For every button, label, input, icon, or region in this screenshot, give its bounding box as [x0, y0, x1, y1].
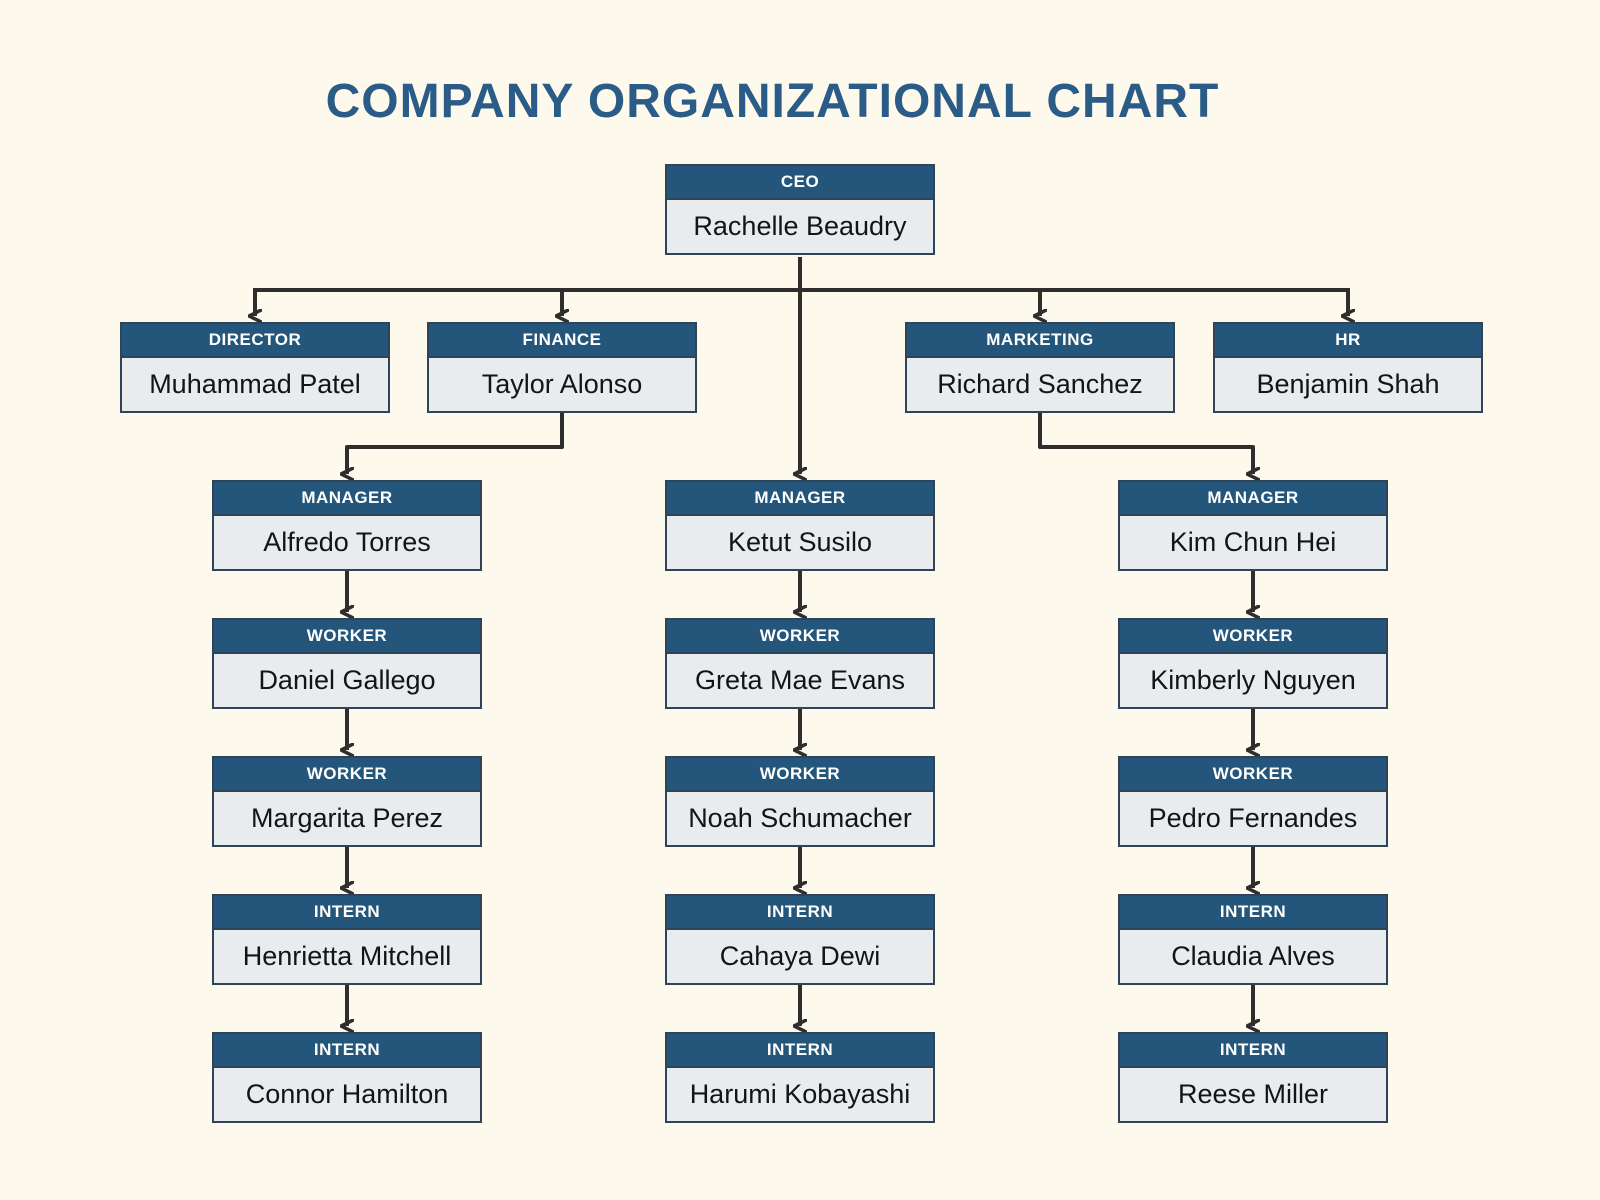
role-header: MARKETING — [907, 324, 1173, 358]
node-marketing-worker-2: WORKER Pedro Fernandes — [1118, 756, 1388, 847]
role-header: MANAGER — [667, 482, 933, 516]
node-marketing-worker-1: WORKER Kimberly Nguyen — [1118, 618, 1388, 709]
node-finance-worker-2: WORKER Margarita Perez — [212, 756, 482, 847]
role-header: INTERN — [1120, 1034, 1386, 1068]
role-header: INTERN — [214, 1034, 480, 1068]
role-header: INTERN — [667, 896, 933, 930]
role-header: INTERN — [1120, 896, 1386, 930]
role-header: WORKER — [667, 620, 933, 654]
person-name: Benjamin Shah — [1256, 369, 1440, 399]
person-name: Kimberly Nguyen — [1150, 665, 1356, 695]
person-name: Alfredo Torres — [263, 527, 431, 557]
role-header: MANAGER — [214, 482, 480, 516]
role-header: DIRECTOR — [122, 324, 388, 358]
role-header: WORKER — [214, 758, 480, 792]
node-ceo-intern-2: INTERN Harumi Kobayashi — [665, 1032, 935, 1123]
node-marketing-manager: MANAGER Kim Chun Hei — [1118, 480, 1388, 571]
person-name: Greta Mae Evans — [694, 665, 906, 695]
node-finance-worker-1: WORKER Daniel Gallego — [212, 618, 482, 709]
node-hr: HR Benjamin Shah — [1213, 322, 1483, 413]
role-header: WORKER — [1120, 620, 1386, 654]
person-name: Noah Schumacher — [688, 803, 912, 833]
role-header: WORKER — [214, 620, 480, 654]
person-name: Margarita Perez — [250, 803, 444, 833]
role-header: MANAGER — [1120, 482, 1386, 516]
person-name: Daniel Gallego — [258, 665, 436, 695]
role-header: WORKER — [1120, 758, 1386, 792]
role-header: HR — [1215, 324, 1481, 358]
node-ceo-manager: MANAGER Ketut Susilo — [665, 480, 935, 571]
node-ceo-worker-1: WORKER Greta Mae Evans — [665, 618, 935, 709]
person-name: Muhammad Patel — [149, 369, 361, 399]
node-marketing-intern-1: INTERN Claudia Alves — [1118, 894, 1388, 985]
person-name: Claudia Alves — [1171, 941, 1335, 971]
node-marketing: MARKETING Richard Sanchez — [905, 322, 1175, 413]
node-finance-manager: MANAGER Alfredo Torres — [212, 480, 482, 571]
person-name: Reese Miller — [1177, 1079, 1329, 1109]
person-name: Taylor Alonso — [481, 369, 643, 399]
role-header: INTERN — [667, 1034, 933, 1068]
person-name: Harumi Kobayashi — [689, 1079, 911, 1109]
role-header: WORKER — [667, 758, 933, 792]
node-ceo-intern-1: INTERN Cahaya Dewi — [665, 894, 935, 985]
node-director: DIRECTOR Muhammad Patel — [120, 322, 390, 413]
node-marketing-intern-2: INTERN Reese Miller — [1118, 1032, 1388, 1123]
person-name: Rachelle Beaudry — [693, 211, 907, 241]
role-header: FINANCE — [429, 324, 695, 358]
role-header: INTERN — [214, 896, 480, 930]
role-header: CEO — [667, 166, 933, 200]
person-name: Cahaya Dewi — [719, 941, 881, 971]
node-finance-intern-1: INTERN Henrietta Mitchell — [212, 894, 482, 985]
person-name: Kim Chun Hei — [1169, 527, 1337, 557]
person-name: Richard Sanchez — [937, 369, 1143, 399]
node-finance: FINANCE Taylor Alonso — [427, 322, 697, 413]
node-ceo: CEO Rachelle Beaudry — [665, 164, 935, 255]
person-name: Henrietta Mitchell — [242, 941, 452, 971]
node-ceo-worker-2: WORKER Noah Schumacher — [665, 756, 935, 847]
node-finance-intern-2: INTERN Connor Hamilton — [212, 1032, 482, 1123]
person-name: Ketut Susilo — [727, 527, 873, 557]
person-name: Pedro Fernandes — [1148, 803, 1358, 833]
person-name: Connor Hamilton — [245, 1079, 449, 1109]
page-title: COMPANY ORGANIZATIONAL CHART — [325, 75, 1220, 128]
